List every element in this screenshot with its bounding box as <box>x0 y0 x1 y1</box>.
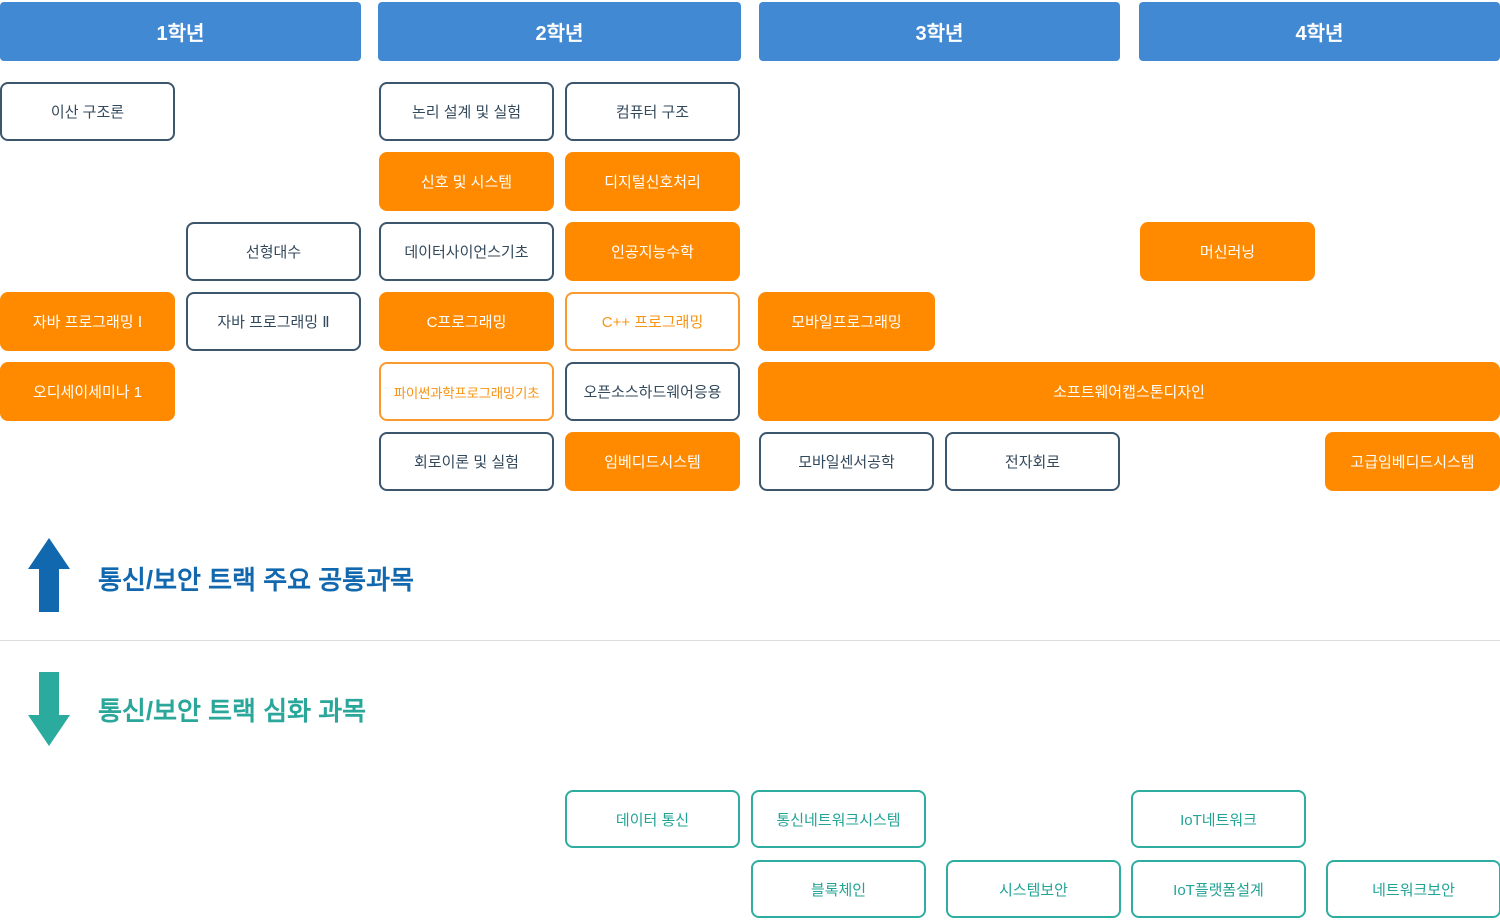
course-c-programming: C프로그래밍 <box>379 292 554 351</box>
course-machine-learning: 머신러닝 <box>1140 222 1315 281</box>
down-arrow-icon <box>28 672 70 746</box>
course-network-security: 네트워크보안 <box>1326 860 1500 918</box>
course-computer-architecture: 컴퓨터 구조 <box>565 82 740 141</box>
course-advanced-embedded-systems: 고급임베디드시스템 <box>1325 432 1500 491</box>
course-comm-network-systems: 통신네트워크시스템 <box>751 790 926 848</box>
year-header-2: 2학년 <box>378 2 741 61</box>
year-header-4: 4학년 <box>1139 2 1500 61</box>
course-logic-design-lab: 논리 설계 및 실험 <box>379 82 554 141</box>
year-header-1: 1학년 <box>0 2 361 61</box>
course-linear-algebra: 선형대수 <box>186 222 361 281</box>
course-open-source-hardware: 오픈소스하드웨어응용 <box>565 362 740 421</box>
course-data-communication: 데이터 통신 <box>565 790 740 848</box>
course-java-programming-2: 자바 프로그래밍 Ⅱ <box>186 292 361 351</box>
course-embedded-systems: 임베디드시스템 <box>565 432 740 491</box>
course-digital-signal-processing: 디지털신호처리 <box>565 152 740 211</box>
course-ai-math: 인공지능수학 <box>565 222 740 281</box>
course-blockchain: 블록체인 <box>751 860 926 918</box>
course-mobile-sensor-engineering: 모바일센서공학 <box>759 432 934 491</box>
course-system-security: 시스템보안 <box>946 860 1121 918</box>
course-java-programming-1: 자바 프로그래밍 Ⅰ <box>0 292 175 351</box>
course-electronic-circuits: 전자회로 <box>945 432 1120 491</box>
course-signals-systems: 신호 및 시스템 <box>379 152 554 211</box>
course-python-scientific-programming: 파이썬과학프로그래밍기초 <box>379 362 554 421</box>
course-odyssey-seminar-1: 오디세이세미나 1 <box>0 362 175 421</box>
section-divider <box>0 640 1500 641</box>
course-discrete-structures: 이산 구조론 <box>0 82 175 141</box>
course-mobile-programming: 모바일프로그래밍 <box>758 292 935 351</box>
course-data-science-basics: 데이터사이언스기초 <box>379 222 554 281</box>
course-iot-platform-design: IoT플랫폼설계 <box>1131 860 1306 918</box>
advanced-track-title: 통신/보안 트랙 심화 과목 <box>98 696 367 726</box>
year-header-3: 3학년 <box>759 2 1120 61</box>
up-arrow-icon <box>28 538 70 612</box>
course-iot-network: IoT네트워크 <box>1131 790 1306 848</box>
course-circuit-theory-lab: 회로이론 및 실험 <box>379 432 554 491</box>
course-cpp-programming: C++ 프로그래밍 <box>565 292 740 351</box>
common-track-title: 통신/보안 트랙 주요 공통과목 <box>98 565 414 595</box>
course-software-capstone-design: 소프트웨어캡스톤디자인 <box>758 362 1500 421</box>
